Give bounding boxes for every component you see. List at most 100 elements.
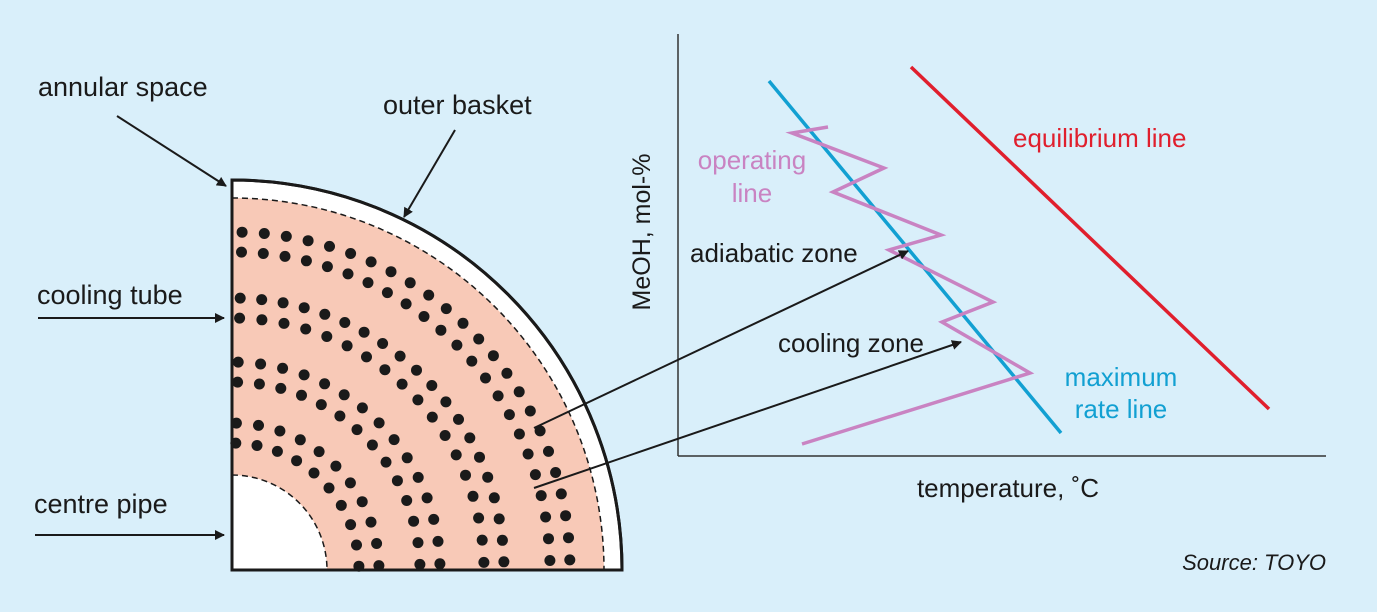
cooling-tube-dot <box>439 430 451 441</box>
cooling-tube-dot <box>451 339 463 351</box>
cooling-tube-dot <box>300 323 312 335</box>
cooling-tube-dot <box>274 425 286 437</box>
cooling-tube-dot <box>296 389 307 401</box>
cooling-tube-dot <box>275 382 287 394</box>
cooling-tube-dot <box>432 535 444 547</box>
cooling-tube-dot <box>230 417 242 429</box>
x-axis-label: temperature, ˚C <box>917 473 1099 503</box>
cooling-tube-dot <box>300 255 312 267</box>
cooling-tube-dot <box>464 432 476 444</box>
cooling-tube-dot <box>408 515 420 527</box>
inner-basket-boundary <box>231 197 605 571</box>
catalyst-bed <box>232 198 604 570</box>
cooling-tube-dot <box>277 297 289 309</box>
graph: MeOH, mol-% temperature, ˚C operating li… <box>628 34 1326 503</box>
cooling-tube-dot <box>487 350 499 362</box>
cooling-tube-dot <box>426 380 438 391</box>
cooling-tube-dot <box>560 510 572 522</box>
cooling-tube-dot <box>488 492 500 504</box>
cooling-tube-dot <box>379 364 391 376</box>
cooling-tube-dot <box>361 351 372 363</box>
cooling-tube-dot <box>373 417 385 429</box>
cooling-tube-dot <box>279 250 291 262</box>
cooling-tube-dot <box>453 413 464 425</box>
cooling-tube-dot <box>404 277 416 289</box>
cooling-tube-dot <box>341 340 353 352</box>
cooling-tube-dot <box>480 372 491 384</box>
cooling-zone-label: cooling zone <box>778 328 924 358</box>
cooling-tube-dot <box>524 405 536 417</box>
cooling-tube-dot <box>394 350 406 362</box>
cooling-tube-dot <box>345 248 357 259</box>
cooling-tube-dot <box>344 477 356 489</box>
cooling-tube-dot <box>460 469 471 481</box>
cooling-tube-dot <box>380 456 392 468</box>
cooling-tube-dot <box>319 308 331 320</box>
equilibrium-line <box>909 65 1271 411</box>
cooling-tube-dot <box>365 256 377 268</box>
cooling-tube-dot <box>435 324 447 336</box>
cooling-tube-dot <box>412 394 424 406</box>
cooling-tube-dot <box>330 460 342 472</box>
cooling-tube-dot <box>513 386 525 398</box>
cooling-tube-dot <box>396 378 408 390</box>
cooling-tube-dot <box>473 512 485 524</box>
cooling-tube-dot <box>540 511 552 523</box>
operating-line <box>785 125 1035 446</box>
cooling-tube-dot <box>271 445 283 457</box>
cooling-tube-dot <box>400 298 412 310</box>
cooling-tube-dot <box>253 378 265 390</box>
cooling-tube-dot <box>351 539 362 551</box>
cooling-tube-dot <box>543 533 554 545</box>
cooling-tube-dot <box>323 482 335 494</box>
y-axis-label: MeOH, mol-% <box>628 154 656 311</box>
cooling-tube-dot <box>563 532 574 544</box>
cooling-tube-dot <box>308 467 320 479</box>
cooling-tube-dot <box>253 419 264 431</box>
cooling-tube-dot <box>362 277 374 289</box>
cooling-tube-dot <box>426 411 438 423</box>
cooling-tube-dot <box>255 358 267 370</box>
cooling-tube-dot <box>256 314 268 326</box>
cooling-tube-dot <box>232 376 244 388</box>
cooling-tube-dot <box>366 439 378 451</box>
cooling-tube-dot <box>544 555 556 566</box>
cooling-tube-dot <box>467 490 479 502</box>
cooling-tube-dot <box>342 268 354 280</box>
maximum-rate-line <box>767 79 1063 435</box>
cooling-tube-dot <box>411 364 422 376</box>
cooling-tube-dot <box>473 333 485 345</box>
cooling-tube-dot <box>503 409 515 421</box>
cooling-tube-dot <box>257 248 269 259</box>
cooling-tube-dot <box>388 434 400 446</box>
cooling-tube-dot <box>356 402 368 414</box>
cooling-tube-dot <box>236 246 247 258</box>
cooling-tube-dot <box>414 558 426 570</box>
operating-line-label-1: operating <box>698 145 806 175</box>
cooling-tube-dot <box>457 317 469 329</box>
cooling-tube-dot <box>232 356 244 368</box>
reactor-outline <box>230 178 624 572</box>
cooling-tube-dot <box>313 446 325 458</box>
cooling-tube-dot <box>334 410 346 422</box>
cooling-zone-arrow <box>533 340 962 489</box>
cooling-tube-dot <box>298 302 310 314</box>
cooling-tube-dot <box>381 287 393 299</box>
cooling-tube-dot <box>280 230 292 242</box>
cooling-tube-dot <box>434 558 446 570</box>
cooling-tube-dot <box>401 452 413 464</box>
cooling-tube-dot <box>358 326 370 338</box>
cooling-tube-label: cooling tube <box>37 280 183 310</box>
cooling-tube-dot <box>234 312 246 324</box>
cooling-tube-dot <box>339 317 351 328</box>
adiabatic-zone-label: adiabatic zone <box>690 238 858 268</box>
source-credit: Source: TOYO <box>1182 550 1326 575</box>
cooling-tube-dot <box>315 399 327 411</box>
operating-line-label-2: line <box>732 178 772 208</box>
cooling-tube-dot <box>321 331 333 342</box>
cooling-tube-dot <box>466 355 478 367</box>
centre-pipe-boundary <box>231 474 328 571</box>
cooling-tube-dot <box>529 469 541 481</box>
annular-space-arrow <box>116 115 227 187</box>
cooling-tube-dot <box>321 261 333 273</box>
